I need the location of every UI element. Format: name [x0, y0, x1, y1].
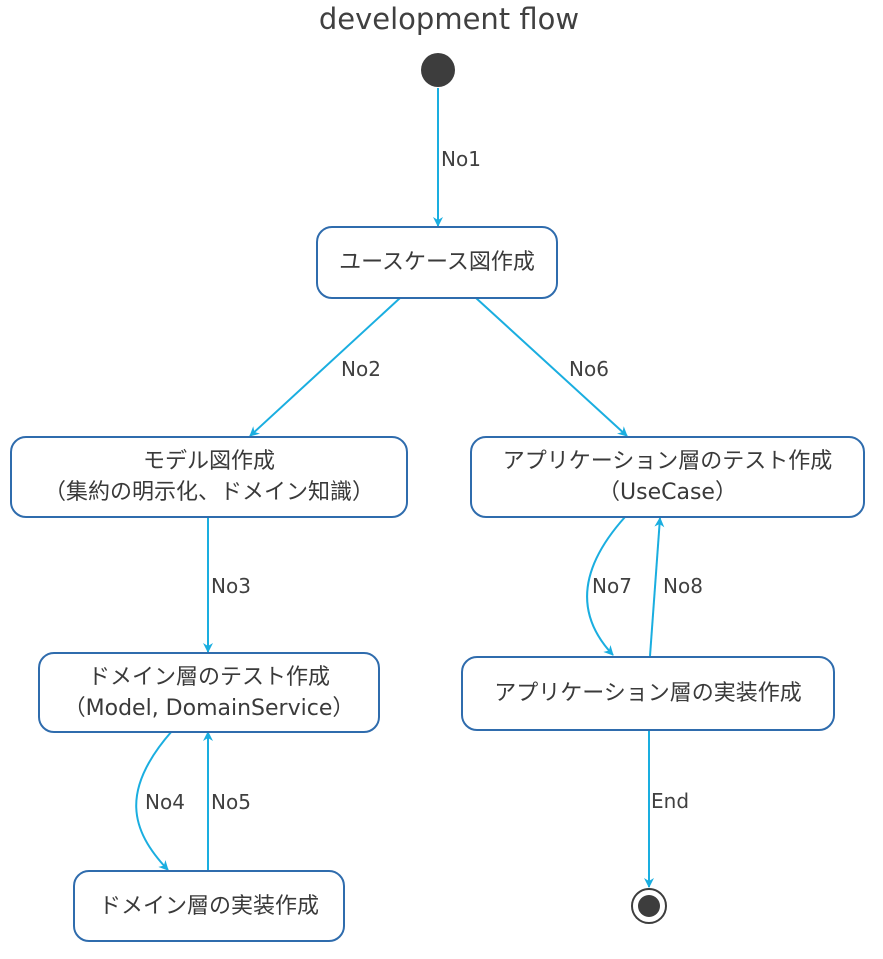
node-domain-test-line1: ドメイン層のテスト作成: [87, 664, 330, 690]
edge-label-no2: No2: [341, 357, 381, 381]
node-domain-test: ドメイン層のテスト作成 （Model, DomainService）: [38, 652, 380, 733]
diagram-title: development flow: [318, 2, 580, 36]
node-usecase-diagram: ユースケース図作成: [316, 226, 558, 299]
edge-no4: [135, 730, 173, 871]
edge-label-no3: No3: [211, 574, 251, 598]
node-model-line1: モデル図作成: [142, 449, 275, 474]
end-node: [631, 888, 667, 924]
edge-no6: [475, 297, 628, 437]
node-app-test-line1: アプリケーション層のテスト作成: [502, 449, 833, 474]
node-model-diagram: モデル図作成 （集約の明示化、ドメイン知識）: [10, 436, 408, 518]
edge-label-no1: No1: [441, 147, 481, 171]
node-app-impl: アプリケーション層の実装作成: [461, 656, 835, 731]
node-domain-impl: ドメイン層の実装作成: [73, 870, 345, 942]
node-usecase-line1: ユースケース図作成: [339, 250, 535, 275]
node-app-test: アプリケーション層のテスト作成 （UseCase）: [470, 436, 865, 518]
node-domain-impl-line1: ドメイン層の実装作成: [98, 893, 319, 919]
node-model-line2: （集約の明示化、ドメイン知識）: [43, 480, 374, 505]
node-domain-test-line2: （Model, DomainService）: [63, 695, 355, 721]
edge-no7: [586, 516, 626, 656]
edge-label-no4: No4: [145, 790, 185, 814]
edge-no8: [649, 517, 665, 657]
start-node: [421, 53, 455, 87]
edge-label-no7: No7: [592, 574, 632, 598]
edge-label-no5: No5: [211, 790, 251, 814]
edge-label-no6: No6: [569, 357, 609, 381]
edge-label-no8: No8: [663, 574, 703, 598]
node-app-test-line2: （UseCase）: [598, 480, 737, 505]
edge-no2: [249, 297, 401, 437]
node-app-impl-line1: アプリケーション層の実装作成: [494, 681, 802, 706]
edge-label-end: End: [651, 789, 690, 813]
